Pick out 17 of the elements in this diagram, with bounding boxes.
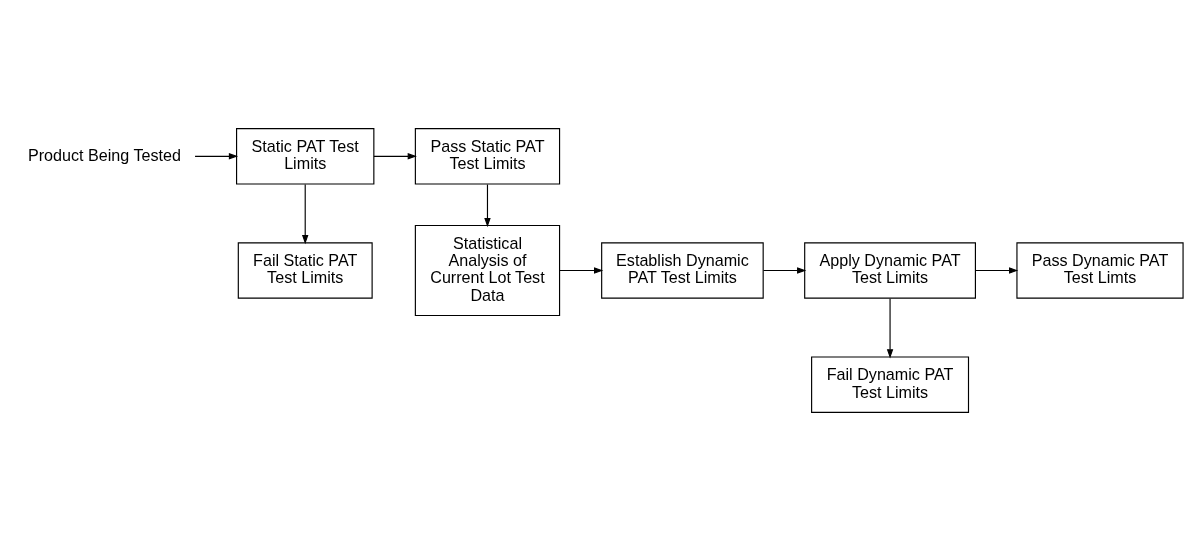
node-box: Establish Dynamic PAT Test Limits xyxy=(601,242,764,299)
arrow xyxy=(194,153,239,160)
arrow xyxy=(302,183,309,245)
node-box: Apply Dynamic PAT Test Limits xyxy=(804,242,976,299)
arrow xyxy=(484,183,491,228)
node-box: Statistical Analysis of Current Lot Test Data xyxy=(414,224,561,317)
node-box: Fail Dynamic PAT Test Limits xyxy=(811,356,970,413)
arrow xyxy=(886,298,894,359)
node-box: Pass Static PAT Test Limits xyxy=(414,128,561,185)
arrow xyxy=(373,153,417,160)
arrow xyxy=(762,267,807,274)
node-box: Fail Static PAT Test Limits xyxy=(237,242,373,299)
node-box: Static PAT Test Limits xyxy=(236,128,375,185)
node-box: Pass Dynamic PAT Test Limts xyxy=(1016,242,1184,299)
arrow xyxy=(559,267,604,274)
arrow xyxy=(975,267,1019,274)
node-text: Product Being Tested xyxy=(28,145,181,164)
